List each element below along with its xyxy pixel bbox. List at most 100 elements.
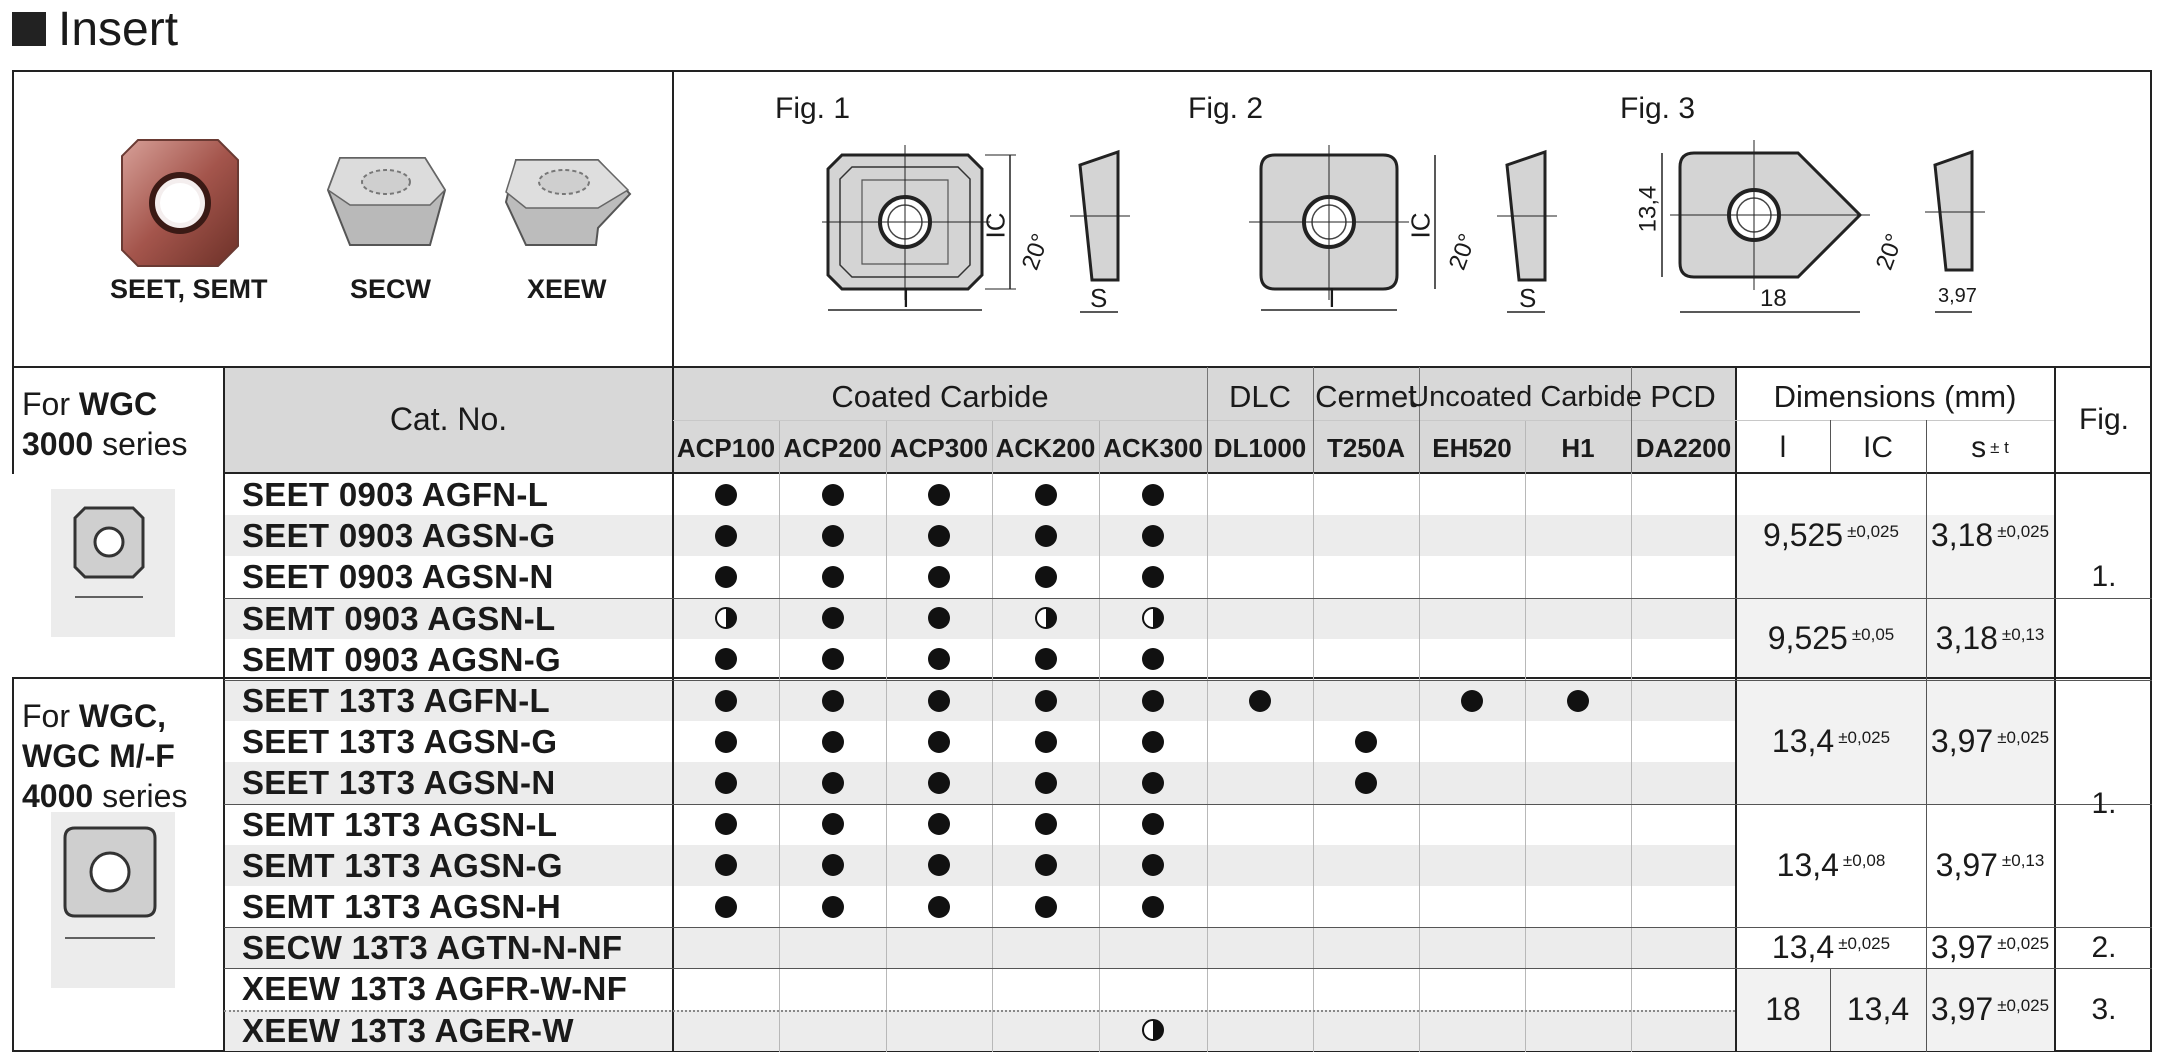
fig-1-label: Fig. 1 (775, 92, 851, 125)
cat-no-cell: SEET 13T3 AGSN-G (242, 723, 558, 761)
availability-dot (715, 730, 737, 753)
fig-2-label: Fig. 2 (1188, 92, 1264, 125)
availability-dot (928, 607, 950, 630)
row-band (224, 1009, 1735, 1051)
availability-dot (715, 689, 737, 712)
fig-1-ic-label: IC (980, 212, 1011, 239)
availability-dot (1034, 566, 1057, 588)
dim-s-value: 3,97±0,025 (1930, 991, 2050, 1028)
availability-dot (928, 566, 950, 588)
availability-dot (715, 483, 737, 506)
grade-header-ack200: ACK200 (995, 432, 1096, 463)
fig-1-l-label: l (903, 283, 909, 313)
group-divider (1313, 367, 1314, 473)
series-wgc-4000: For WGC, WGC M/-F 4000 series (22, 698, 188, 814)
availability-dot (715, 854, 737, 877)
group-header-rule (673, 420, 2054, 421)
availability-dot (1142, 483, 1164, 506)
fig-3-s-label: 3,97 (1938, 285, 1977, 307)
grade-column-rule (992, 420, 993, 1052)
cat-no-cell: SECW 13T3 AGTN-N-NF (242, 929, 623, 967)
availability-dot (715, 895, 737, 918)
availability-dot (715, 772, 737, 794)
availability-dot (715, 813, 737, 836)
row-group-rule (224, 803, 2152, 805)
fig-2-ic-label: IC (1405, 212, 1436, 239)
availability-dot (821, 483, 844, 506)
dim-header-s: s± t (1971, 431, 2009, 464)
availability-dot (1355, 730, 1377, 753)
series-wgc-3000: For WGC 3000 series (22, 386, 188, 462)
header-bottom-rule (224, 472, 2152, 474)
availability-half-dot (715, 607, 737, 630)
grade-column-rule (1207, 420, 1208, 1052)
availability-dot (821, 607, 844, 630)
dim-band (1736, 680, 2054, 804)
dotted-row-rule (224, 1009, 1735, 1012)
row-band (224, 680, 1735, 722)
availability-dot (1567, 689, 1589, 712)
fig-1-drawing (822, 145, 1130, 313)
cat-no-cell: SEET 13T3 AGFN-L (242, 682, 550, 719)
dim-l-value: 9,525±0,025 (1763, 517, 1899, 554)
title-square-icon (12, 12, 46, 46)
availability-dot (1249, 689, 1271, 712)
row-band (224, 762, 1735, 804)
grade-column-rule (1631, 420, 1632, 1052)
dim-l-value: 9,525±0,05 (1767, 620, 1895, 657)
availability-dot (715, 566, 737, 588)
dim-header-l: l (1779, 431, 1787, 464)
dim-header-ic: IC (1863, 431, 1893, 464)
product-label-seet-semt: SEET, SEMT (110, 274, 268, 304)
availability-dot (1142, 772, 1164, 794)
availability-dot (928, 772, 950, 794)
availability-dot (821, 524, 844, 547)
cat-no-cell: SEET 0903 AGFN-L (242, 476, 549, 513)
fig-2-drawing (1249, 145, 1557, 313)
grade-header-da2200: DA2200 (1635, 432, 1732, 463)
dim-rule (1830, 968, 1831, 1051)
availability-dot (1034, 524, 1057, 547)
availability-dot (1461, 689, 1483, 712)
grade-header-h1: H1 (1561, 432, 1595, 463)
grade-header-bg (673, 367, 1736, 472)
group-uncoated-carbide: Uncoated Carbide (1408, 380, 1642, 413)
dim-s-value: 3,97±0,025 (1930, 723, 2050, 760)
fig-ref: 3. (2091, 992, 2117, 1026)
availability-dot (821, 689, 844, 712)
availability-dot (1034, 772, 1057, 794)
fig-header: Fig. (2078, 402, 2129, 436)
group-divider (1419, 367, 1420, 473)
grade-dim-divider (1735, 366, 1737, 1052)
grade-column-rule (1313, 420, 1314, 1052)
dim-band (1736, 515, 2054, 680)
seet-insert-photo (121, 139, 239, 267)
availability-dot (1034, 730, 1057, 753)
product-label-xeew: XEEW (527, 274, 607, 304)
row-group-rule (224, 597, 2152, 599)
dim-l-value: 13,4±0,025 (1771, 929, 1891, 966)
availability-dot (1034, 648, 1057, 671)
series-split-rule (12, 677, 2152, 679)
cat-no-cell: SEET 0903 AGSN-N (242, 558, 554, 596)
availability-dot (1034, 483, 1057, 506)
availability-dot (821, 854, 844, 877)
dim-band (1736, 968, 2054, 1051)
availability-dot (1142, 813, 1164, 836)
group-pcd: PCD (1650, 379, 1716, 414)
group-divider (1631, 367, 1632, 473)
page-title: Insert (58, 3, 179, 56)
cat-no-header: Cat. No. (389, 401, 508, 437)
grade-column-rule (1099, 420, 1100, 1052)
availability-dot (928, 730, 950, 753)
cat-no-cell: SEMT 13T3 AGSN-H (242, 888, 561, 925)
group-dimensions: Dimensions (mm) (1773, 379, 2017, 414)
dim-ic-value: 13,4 (1846, 991, 1910, 1028)
group-coated-carbide: Coated Carbide (831, 379, 1049, 414)
grade-column-rule (1419, 420, 1420, 1052)
fig-1-s-label: S (1090, 283, 1108, 313)
cat-column-divider (672, 366, 674, 1052)
row-band (224, 597, 1735, 639)
product-label-secw: SECW (350, 274, 431, 304)
availability-dot (1034, 854, 1057, 877)
